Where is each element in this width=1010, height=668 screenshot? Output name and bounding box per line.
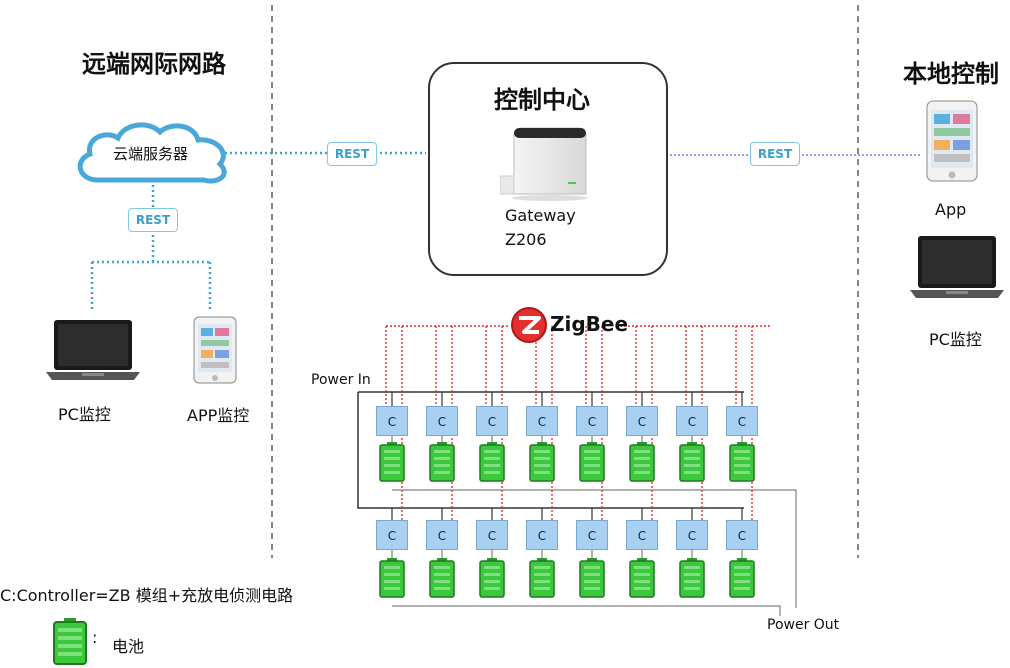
controller-box: C [526,406,558,436]
controller-box: C [476,406,508,436]
section-title-control-center: 控制中心 [494,86,590,114]
controller-box: C [376,520,408,550]
controller-box: C [626,406,658,436]
rest-badge-local: REST [750,142,800,166]
remote-pc-label: PC监控 [58,405,111,424]
rest-badge-cloud: REST [128,208,178,232]
battery-icon [429,442,455,486]
controller-box: C [626,520,658,550]
power-out-label: Power Out [767,617,840,633]
controller-box: C [726,406,758,436]
local-pc-label: PC监控 [929,330,982,349]
power-in-label: Power In [311,372,371,388]
cloud-icon [77,122,227,184]
section-title-remote: 远端网际网路 [82,50,226,78]
battery-icon [629,442,655,486]
controller-box: C [676,406,708,436]
controller-box: C [376,406,408,436]
zigbee-label: ZigBee [550,312,629,336]
power-loop [357,392,744,509]
gateway-device-icon [500,127,588,201]
battery-icon [479,558,505,602]
laptop-icon-local [910,236,1004,298]
zigbee-logo-icon [511,307,547,343]
power-out-wire-b [392,605,781,616]
battery-icon [729,558,755,602]
battery-icon [679,558,705,602]
remote-app-label: APP监控 [187,406,250,425]
controller-box: C [726,520,758,550]
phone-icon-local [926,100,978,182]
controller-box: C [576,520,608,550]
controller-box: C [576,406,608,436]
rest-badge-gateway: REST [327,142,377,166]
controller-box: C [476,520,508,550]
legend-battery-colon: : [92,628,98,647]
battery-icon [379,558,405,602]
local-app-label: App [935,200,967,219]
battery-icon [579,442,605,486]
controller-box: C [426,406,458,436]
legend-battery-icon [53,618,87,665]
legend-controller: C:Controller=ZB 模组+充放电侦测电路 [0,586,294,605]
battery-icon [729,442,755,486]
battery-icon [379,442,405,486]
battery-icon [579,558,605,602]
phone-icon-remote [193,316,237,384]
battery-icon [679,442,705,486]
cloud-server-label: 云端服务器 [113,145,189,163]
controller-box: C [676,520,708,550]
battery-icon [629,558,655,602]
section-title-local: 本地控制 [903,60,999,88]
controller-box: C [426,520,458,550]
gateway-model: Z206 [505,230,547,249]
gateway-name: Gateway [505,206,576,225]
battery-icon [479,442,505,486]
laptop-icon-remote [46,320,140,380]
battery-icon [529,442,555,486]
power-out-wire-a [392,489,797,608]
controller-box: C [526,520,558,550]
legend-battery-label: 电池 [112,637,145,656]
battery-icon [429,558,455,602]
battery-icon [529,558,555,602]
